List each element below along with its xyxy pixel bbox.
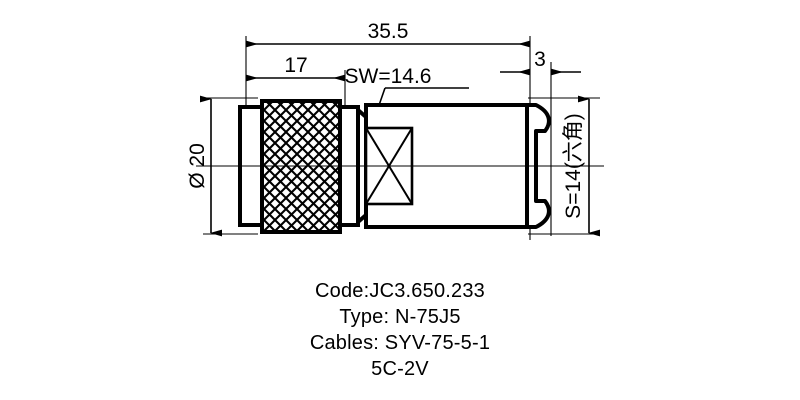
dimension-knurl-length: 17 [246, 54, 345, 82]
dimension-knurl-length-label: 17 [284, 54, 307, 77]
note-across-flats-label: SW=14.6 [345, 65, 432, 88]
caption-block: Code:JC3.650.233 Type: N-75J5 Cables: SY… [0, 278, 800, 382]
connector-outline [196, 99, 604, 234]
dimension-overall-length: 35.5 [246, 20, 530, 48]
caption-line-type: Type: N-75J5 [339, 306, 461, 328]
caption-line-cable-alt: 5C-2V [371, 358, 429, 380]
caption-line-code: Code:JC3.650.233 [315, 280, 485, 302]
caption-line-cables: Cables: SYV-75-5-1 [309, 332, 491, 354]
dimension-end-length-label: 3 [534, 48, 546, 71]
dimension-end-length: 3 [500, 48, 581, 76]
dimension-overall-length-label: 35.5 [368, 20, 409, 43]
